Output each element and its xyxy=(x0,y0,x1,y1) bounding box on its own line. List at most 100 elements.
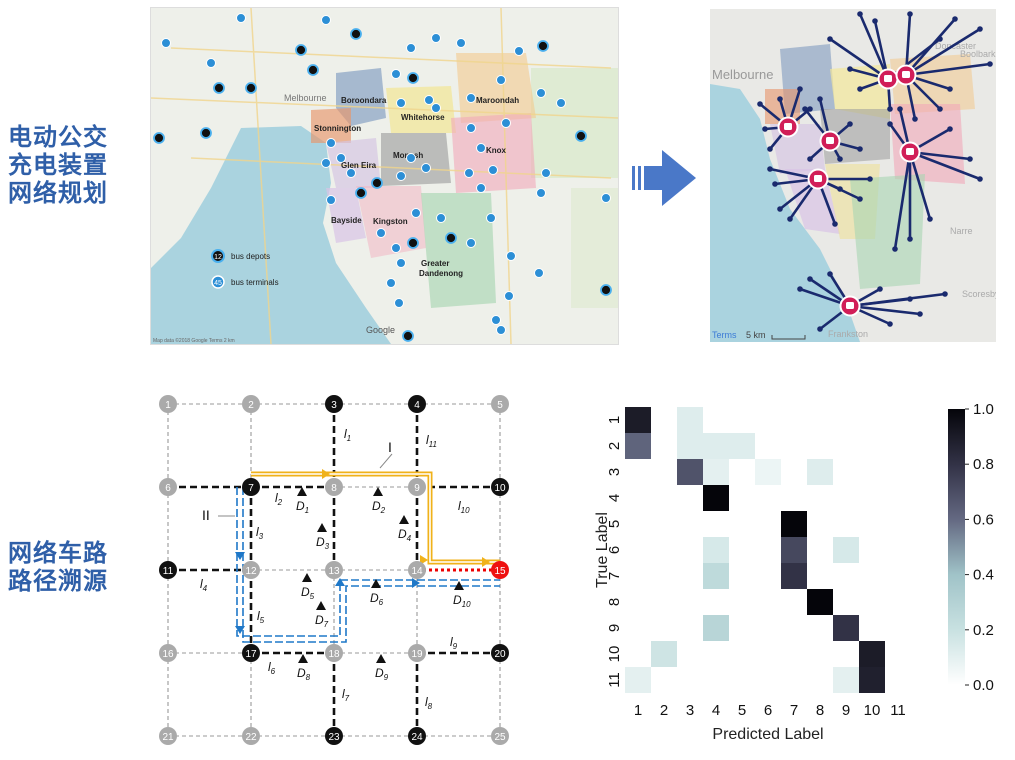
bus-terminal-marker[interactable] xyxy=(534,268,544,278)
bus-depot-marker[interactable] xyxy=(371,177,383,189)
bus-depot-marker[interactable] xyxy=(407,72,419,84)
bus-terminal-marker[interactable] xyxy=(396,171,406,181)
bus-terminal-marker[interactable] xyxy=(496,75,506,85)
bus-terminal-marker[interactable] xyxy=(436,213,446,223)
bus-depot-marker[interactable] xyxy=(407,237,419,249)
network-node[interactable] xyxy=(491,478,509,496)
network-node[interactable] xyxy=(408,727,426,745)
bus-terminal-marker[interactable] xyxy=(476,183,486,193)
network-node[interactable] xyxy=(325,478,343,496)
network-node[interactable] xyxy=(159,727,177,745)
network-node[interactable] xyxy=(408,395,426,413)
bus-terminal-marker[interactable] xyxy=(424,95,434,105)
path-ii-b xyxy=(242,487,500,643)
bus-depot-marker[interactable] xyxy=(355,187,367,199)
bus-terminal-marker[interactable] xyxy=(556,98,566,108)
bus-depot-marker[interactable] xyxy=(575,130,587,142)
bus-terminal-marker[interactable] xyxy=(466,238,476,248)
right-label-doncaster: Doncaster xyxy=(935,41,976,51)
bus-terminal-marker[interactable] xyxy=(236,13,246,23)
left-map[interactable]: Boroondara Stonnington Whitehorse Maroon… xyxy=(150,7,619,345)
network-node[interactable] xyxy=(491,395,509,413)
bus-terminal-marker[interactable] xyxy=(336,153,346,163)
bus-terminal-marker[interactable] xyxy=(536,88,546,98)
bus-terminal-marker[interactable] xyxy=(391,69,401,79)
network-node[interactable] xyxy=(491,561,509,579)
bus-depot-marker[interactable] xyxy=(245,82,257,94)
bus-terminal-marker[interactable] xyxy=(421,163,431,173)
network-node[interactable] xyxy=(325,395,343,413)
bus-terminal-marker[interactable] xyxy=(488,165,498,175)
bus-depot-marker[interactable] xyxy=(153,132,165,144)
network-node[interactable] xyxy=(159,478,177,496)
bus-terminal-marker[interactable] xyxy=(321,158,331,168)
x-axis-label: Predicted Label xyxy=(712,726,823,743)
bus-terminal-marker[interactable] xyxy=(386,278,396,288)
bus-depot-marker[interactable] xyxy=(537,40,549,52)
bus-terminal-marker[interactable] xyxy=(411,208,421,218)
node-label: 22 xyxy=(245,732,257,743)
network-node[interactable] xyxy=(159,395,177,413)
bus-terminal-marker[interactable] xyxy=(206,58,216,68)
bus-terminal-marker[interactable] xyxy=(601,193,611,203)
network-node[interactable] xyxy=(242,561,260,579)
bus-terminal-marker[interactable] xyxy=(496,325,506,335)
path-arrowhead xyxy=(335,578,345,586)
bus-terminal-marker[interactable] xyxy=(346,168,356,178)
network-node[interactable] xyxy=(242,478,260,496)
bus-depot-marker[interactable] xyxy=(213,82,225,94)
bus-depot-marker[interactable] xyxy=(350,28,362,40)
bus-terminal-marker[interactable] xyxy=(456,38,466,48)
left-map-legend: 12 bus depots 45 bus terminals xyxy=(211,249,279,289)
bus-terminal-marker[interactable] xyxy=(326,138,336,148)
bus-depot-marker[interactable] xyxy=(402,330,414,342)
right-map[interactable]: Melbourne Doncaster Boolbark Narre Frank… xyxy=(710,9,996,342)
bus-terminal-marker[interactable] xyxy=(326,195,336,205)
network-node[interactable] xyxy=(408,561,426,579)
bus-terminal-marker[interactable] xyxy=(501,118,511,128)
right-map-terms[interactable]: Terms xyxy=(712,330,737,340)
bus-terminal-marker[interactable] xyxy=(396,98,406,108)
network-node[interactable] xyxy=(242,727,260,745)
network-node[interactable] xyxy=(408,644,426,662)
bus-terminal-marker[interactable] xyxy=(506,251,516,261)
bus-terminal-marker[interactable] xyxy=(406,43,416,53)
network-node[interactable] xyxy=(491,727,509,745)
bus-terminal-marker[interactable] xyxy=(391,243,401,253)
bus-terminal-marker[interactable] xyxy=(431,33,441,43)
bus-terminal-marker[interactable] xyxy=(464,168,474,178)
link-label: l6 xyxy=(268,660,276,676)
bus-terminal-marker[interactable] xyxy=(376,228,386,238)
bus-terminal-marker[interactable] xyxy=(396,258,406,268)
bus-depot-marker[interactable] xyxy=(295,44,307,56)
network-node[interactable] xyxy=(491,644,509,662)
network-node[interactable] xyxy=(325,644,343,662)
bus-depot-marker[interactable] xyxy=(445,232,457,244)
bus-terminal-marker[interactable] xyxy=(514,46,524,56)
bus-terminal-marker[interactable] xyxy=(394,298,404,308)
bus-terminal-marker[interactable] xyxy=(476,143,486,153)
bus-terminal-marker[interactable] xyxy=(431,103,441,113)
left-map-svg: Boroondara Stonnington Whitehorse Maroon… xyxy=(151,8,618,344)
bus-terminal-marker[interactable] xyxy=(541,168,551,178)
bus-terminal-marker[interactable] xyxy=(466,93,476,103)
bus-depot-marker[interactable] xyxy=(200,127,212,139)
network-node[interactable] xyxy=(159,561,177,579)
bus-depot-marker[interactable] xyxy=(307,64,319,76)
bus-terminal-marker[interactable] xyxy=(504,291,514,301)
bus-terminal-marker[interactable] xyxy=(491,315,501,325)
label-knox: Knox xyxy=(486,146,507,155)
network-node[interactable] xyxy=(242,395,260,413)
network-node[interactable] xyxy=(325,561,343,579)
network-node[interactable] xyxy=(325,727,343,745)
bus-terminal-marker[interactable] xyxy=(536,188,546,198)
network-node[interactable] xyxy=(242,644,260,662)
bus-terminal-marker[interactable] xyxy=(161,38,171,48)
bus-terminal-marker[interactable] xyxy=(321,15,331,25)
network-node[interactable] xyxy=(408,478,426,496)
bus-terminal-marker[interactable] xyxy=(466,123,476,133)
bus-terminal-marker[interactable] xyxy=(486,213,496,223)
bus-terminal-marker[interactable] xyxy=(406,153,416,163)
bus-depot-marker[interactable] xyxy=(600,284,612,296)
network-node[interactable] xyxy=(159,644,177,662)
